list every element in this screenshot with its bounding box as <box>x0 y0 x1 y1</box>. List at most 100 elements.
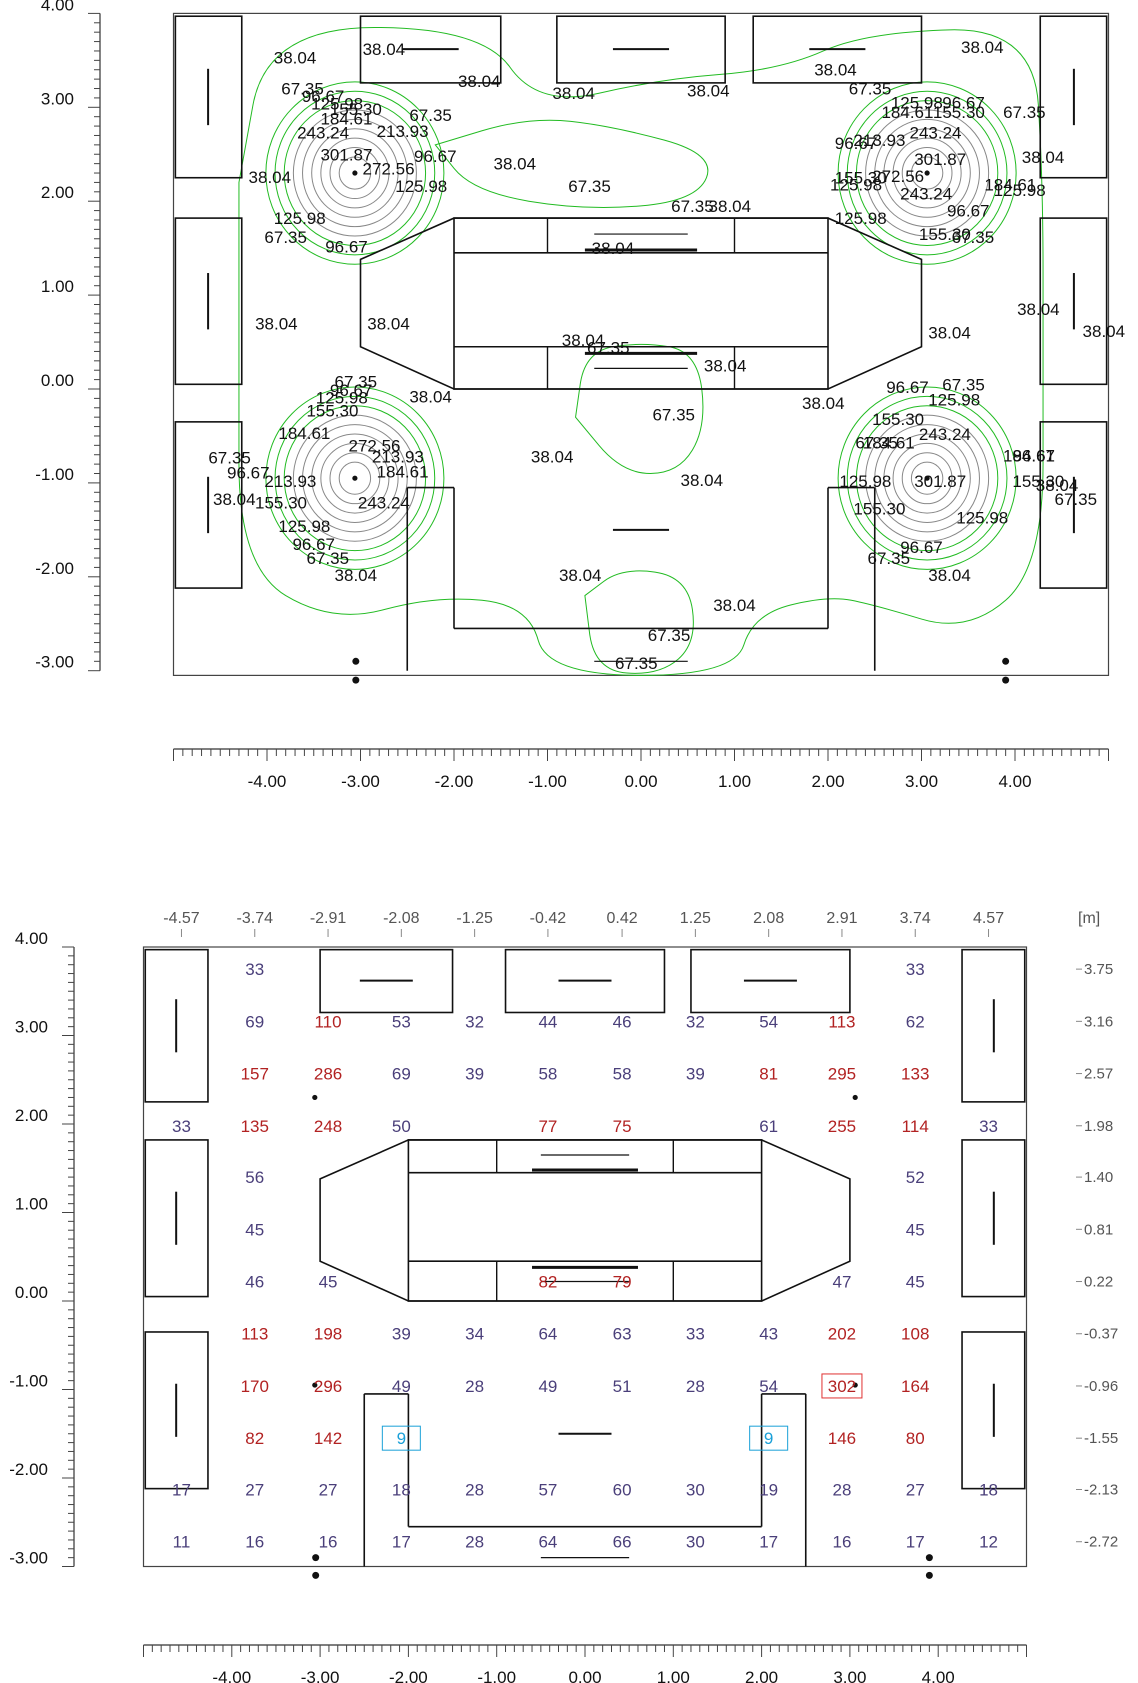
illuminance-value: 30 <box>686 1481 705 1500</box>
left-cabinet <box>174 217 243 386</box>
grid-x-label: -2.08 <box>383 910 420 927</box>
isoline <box>283 100 427 246</box>
isoline-value-label: 67.35 <box>208 449 251 468</box>
illuminance-value: 11 <box>173 1533 191 1552</box>
left-cabinet <box>144 1331 209 1490</box>
y-tick-label: 0.00 <box>15 1283 48 1302</box>
isoline-value-label: 213.93 <box>377 122 429 141</box>
x-tick-label: -1.00 <box>477 1668 516 1683</box>
upper-isoline-plot: 4.003.002.001.000.00-1.00-2.00-3.00-4.00… <box>35 0 1125 791</box>
illuminance-value: 33 <box>979 1117 998 1136</box>
isoline <box>892 137 962 209</box>
isoline <box>584 570 694 674</box>
illuminance-value: 61 <box>759 1117 778 1136</box>
isoline-value-label: 67.35 <box>409 106 452 125</box>
isoline-value-label: 184.61 <box>278 424 330 443</box>
door-hinge <box>352 657 360 665</box>
y-tick-label: 4.00 <box>41 0 74 14</box>
x-tick-label: -1.00 <box>528 772 567 791</box>
isoline-value-label: 67.35 <box>671 197 714 216</box>
isoline-value-label: 125.98 <box>891 94 943 113</box>
door-hinge <box>312 1571 320 1579</box>
isoline <box>434 119 709 208</box>
illuminance-value: 57 <box>538 1481 557 1500</box>
illuminance-value: 113 <box>241 1325 268 1344</box>
illuminance-value: 32 <box>686 1012 705 1031</box>
grid-x-label: 0.42 <box>607 910 638 927</box>
isoline <box>883 433 971 523</box>
illuminance-value: 82 <box>538 1273 557 1292</box>
grid-y-label: -1.55 <box>1084 1430 1118 1447</box>
isoline-value-label: 125.98 <box>395 177 447 196</box>
illuminance-value: 19 <box>759 1481 778 1500</box>
isoline-value-label: 272.56 <box>872 167 924 186</box>
illuminance-value: 33 <box>172 1117 191 1136</box>
isoline-value-label: 125.98 <box>830 175 882 194</box>
illuminance-value: 113 <box>828 1012 855 1031</box>
grid-y-label: 0.22 <box>1084 1274 1113 1291</box>
isoline-value-label: 67.35 <box>652 405 695 424</box>
right-cabinet <box>1039 15 1108 179</box>
grid-y-label: -2.13 <box>1084 1482 1118 1499</box>
left-cabinet <box>174 15 243 179</box>
luminaire-point <box>924 475 930 481</box>
illuminance-value: 16 <box>832 1533 851 1552</box>
illuminance-value: 28 <box>465 1481 484 1500</box>
isoline-value-label: 125.98 <box>956 509 1008 528</box>
isoline <box>265 81 445 265</box>
isoline-value-label: 155.30 <box>255 494 307 513</box>
isoline-value-label: 38.04 <box>552 84 595 103</box>
door-hinge <box>1002 657 1010 665</box>
room-outline <box>142 946 1028 1568</box>
isoline <box>238 26 1044 676</box>
illuminance-value: 69 <box>392 1065 411 1084</box>
x-tick-label: 1.00 <box>718 772 751 791</box>
illuminance-value: 46 <box>613 1012 632 1031</box>
isoline-value-label: 67.35 <box>1003 103 1046 122</box>
isoline-value-label: 67.35 <box>648 626 691 645</box>
grid-y-label: -2.72 <box>1084 1534 1118 1551</box>
illuminance-value: 56 <box>245 1168 264 1187</box>
isoline-value-label: 125.98 <box>311 95 363 114</box>
illuminance-value: 17 <box>392 1533 411 1552</box>
grid-y-label: 3.75 <box>1084 961 1113 978</box>
grid-x-label: -4.57 <box>163 910 200 927</box>
isoline-value-label: 38.04 <box>255 314 298 333</box>
isoline <box>575 343 704 475</box>
y-tick-label: 3.00 <box>41 89 74 108</box>
illuminance-value: 28 <box>832 1481 851 1500</box>
y-tick-label: 2.00 <box>15 1106 48 1125</box>
isoline-value-label: 67.35 <box>942 375 985 394</box>
isoline <box>338 461 372 495</box>
meeting-table <box>359 217 923 390</box>
luminaire-point <box>852 1382 858 1388</box>
right-cabinet <box>1039 421 1108 589</box>
illuminance-value: 69 <box>245 1012 264 1031</box>
right-cabinet <box>961 948 1026 1103</box>
illuminance-value: 64 <box>538 1533 557 1552</box>
isoline <box>874 424 980 533</box>
isoline-value-label: 96.67 <box>292 535 335 554</box>
illuminance-value: 27 <box>906 1481 925 1500</box>
illuminance-value: 34 <box>465 1325 484 1344</box>
luminaire-point <box>312 1382 318 1388</box>
y-tick-label: 1.00 <box>41 277 74 296</box>
isoline-value-label: 38.04 <box>928 324 971 343</box>
grid-y-label: 0.81 <box>1084 1221 1113 1238</box>
isoline-value-label: 125.98 <box>274 209 326 228</box>
illuminance-value: 296 <box>314 1377 342 1396</box>
grid-x-label: 2.91 <box>826 910 857 927</box>
right-cabinet <box>961 1331 1026 1490</box>
x-tick-label: 0.00 <box>624 772 657 791</box>
door-hinge <box>352 676 360 684</box>
isoline-value-label: 184.61 <box>863 434 915 453</box>
y-tick-label: -1.00 <box>9 1372 48 1391</box>
x-tick-label: -3.00 <box>341 772 380 791</box>
isoline <box>865 109 990 237</box>
x-tick-label: -2.00 <box>435 772 474 791</box>
isoline-value-label: 38.04 <box>1022 148 1065 167</box>
isoline-value-label: 155.30 <box>1012 472 1064 491</box>
illuminance-value: 16 <box>319 1533 338 1552</box>
meeting-table-inner <box>453 217 829 390</box>
isoline-value-label: 38.04 <box>592 239 635 258</box>
